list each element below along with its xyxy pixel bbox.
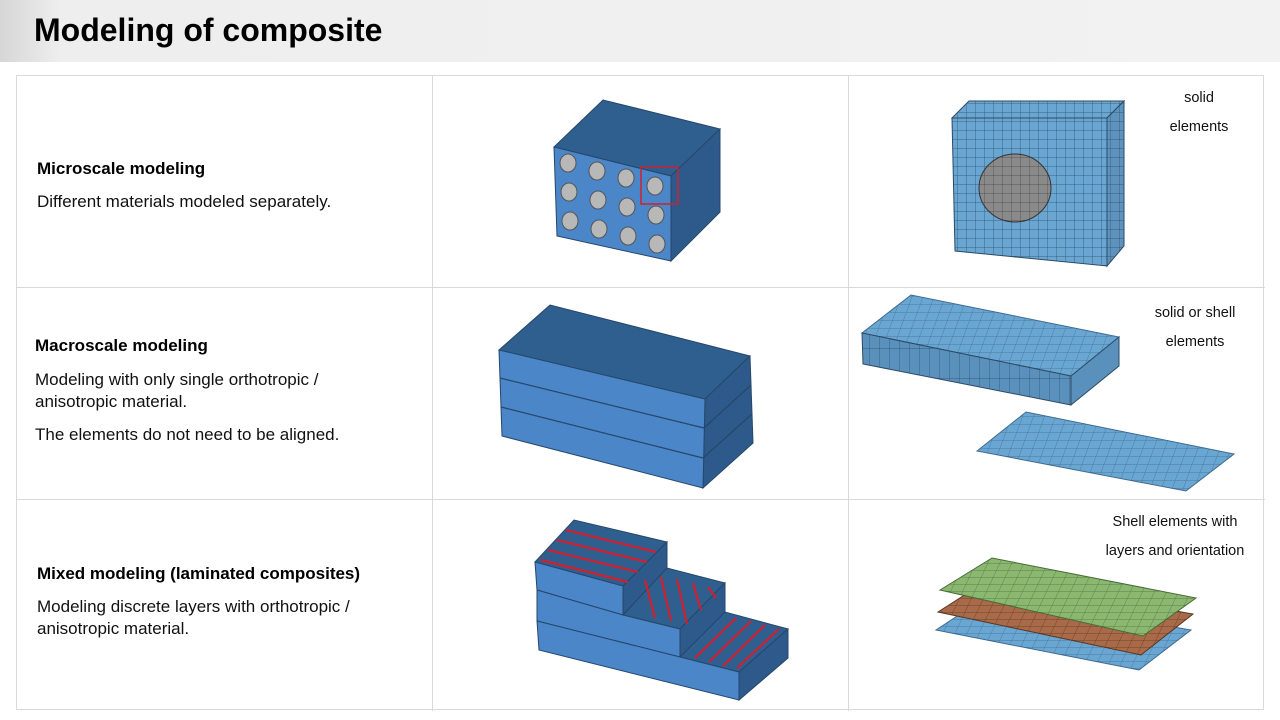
solid-or-shell-elements-label-line2: elements (1165, 334, 1225, 350)
macroscale-description-line1: Modeling with only single orthotropic / (35, 370, 319, 389)
macroscale-solid-shell-mesh-illustration (860, 294, 1236, 492)
macroscale-layered-block-illustration (497, 304, 754, 490)
solid-elements-label-line1: solid (1184, 90, 1214, 106)
mixed-description-line1: Modeling discrete layers with orthotropi… (37, 597, 350, 616)
row-mixed-illustration-cell (433, 500, 849, 711)
microscale-fiber-block-illustration (552, 99, 722, 263)
macroscale-description-line2: anisotropic material. (35, 392, 188, 411)
solid-elements-label-line2: elements (1169, 119, 1229, 135)
row-macroscale-illustration-cell (433, 288, 849, 500)
page-title: Modeling of composite (34, 12, 383, 48)
row-macroscale-mesh-cell: solid or shell elements (849, 288, 1265, 500)
shell-layers-label-line1: Shell elements with (1112, 514, 1238, 530)
mixed-heading: Mixed modeling (laminated composites) (37, 564, 361, 583)
microscale-description: Different materials modeled separately. (37, 192, 332, 211)
row-microscale-mesh-cell: solid elements (849, 76, 1265, 288)
mixed-layered-shell-mesh-illustration (934, 557, 1198, 671)
mixed-laminated-steps-illustration (534, 519, 790, 702)
row-mixed-text-cell: Mixed modeling (laminated composites) Mo… (17, 500, 433, 711)
microscale-solid-mesh-illustration (950, 99, 1126, 268)
mixed-description-line2: anisotropic material. (37, 619, 190, 638)
row-microscale-illustration-cell (433, 76, 849, 288)
row-microscale-text-cell: Microscale modeling Different materials … (17, 76, 433, 288)
row-mixed-mesh-cell: Shell elements with layers and orientati… (849, 500, 1265, 711)
shell-layers-label-line2: layers and orientation (1105, 543, 1245, 559)
macroscale-description-line3: The elements do not need to be aligned. (35, 425, 340, 444)
microscale-heading: Microscale modeling (37, 159, 206, 178)
content-table: Microscale modeling Different materials … (16, 75, 1265, 711)
macroscale-heading: Macroscale modeling (35, 336, 208, 355)
row-macroscale-text-cell: Macroscale modeling Modeling with only s… (17, 288, 433, 500)
solid-or-shell-elements-label-line1: solid or shell (1154, 305, 1236, 321)
title-bar: Modeling of composite (0, 0, 1280, 62)
